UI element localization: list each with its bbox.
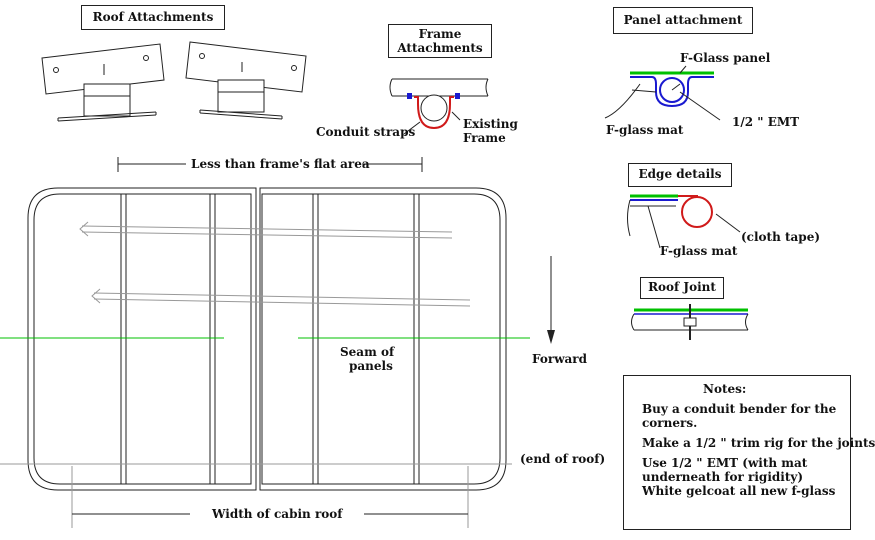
note-line-3: Make a 1/2 " trim rig for the joints <box>642 436 875 450</box>
cloth-tape-label: (cloth tape) <box>741 230 821 244</box>
end-of-roof-label: (end of roof) <box>520 452 606 466</box>
roof-frame <box>27 187 507 491</box>
panel-attachment-heading: Panel attachment <box>613 7 753 34</box>
fglass-mat-panel-label: F-glass mat <box>606 123 684 137</box>
emt-label: 1/2 " EMT <box>732 115 800 129</box>
forward-label: Forward <box>532 352 588 366</box>
notes-box: Notes: Buy a conduit bender for the corn… <box>623 375 875 530</box>
roof-attachment-left <box>41 43 165 122</box>
width-dimension <box>71 466 469 528</box>
edge-details-heading: Edge details <box>628 163 732 187</box>
note-line-4: Use 1/2 " EMT (with mat <box>642 456 808 470</box>
width-of-cabin-roof-label: Width of cabin roof <box>212 507 343 521</box>
roof-attachment-right <box>185 41 307 120</box>
seam-label-line1: Seam of <box>340 345 395 359</box>
note-line-6: White gelcoat all new f-glass <box>642 484 836 498</box>
frame-label: Frame <box>463 131 506 145</box>
roof-attachments-heading: Roof Attachments <box>81 5 225 30</box>
roof-joint-drawing <box>631 304 749 340</box>
flat-area-label: Less than frame's flat area <box>191 157 370 171</box>
frame-attachments-heading: Frame Attachments <box>388 24 492 58</box>
roof-joint-heading: Roof Joint <box>640 277 724 299</box>
fglass-mat-edge-label: F-glass mat <box>660 244 738 258</box>
note-line-5: underneath for rigidity) <box>642 470 804 484</box>
note-line-2: corners. <box>642 416 698 430</box>
panel-attachment-drawing <box>604 65 721 121</box>
ghost-attachments <box>79 221 471 307</box>
conduit-straps-label: Conduit straps <box>316 125 416 139</box>
notes-title: Notes: <box>703 382 747 396</box>
edge-details-drawing <box>627 194 741 249</box>
note-line-1: Buy a conduit bender for the <box>642 402 837 416</box>
flat-area-dimension <box>117 157 423 172</box>
frame-attachments-heading-line1: Frame <box>418 27 462 41</box>
fglass-panel-label: F-Glass panel <box>680 51 771 65</box>
existing-label: Existing <box>463 117 518 131</box>
diagram-canvas <box>0 41 749 528</box>
seam-label-line2: panels <box>349 359 393 373</box>
forward-arrow <box>547 256 555 344</box>
frame-attachment-drawing <box>389 78 489 135</box>
frame-attachments-heading-line2: Attachments <box>397 41 483 55</box>
